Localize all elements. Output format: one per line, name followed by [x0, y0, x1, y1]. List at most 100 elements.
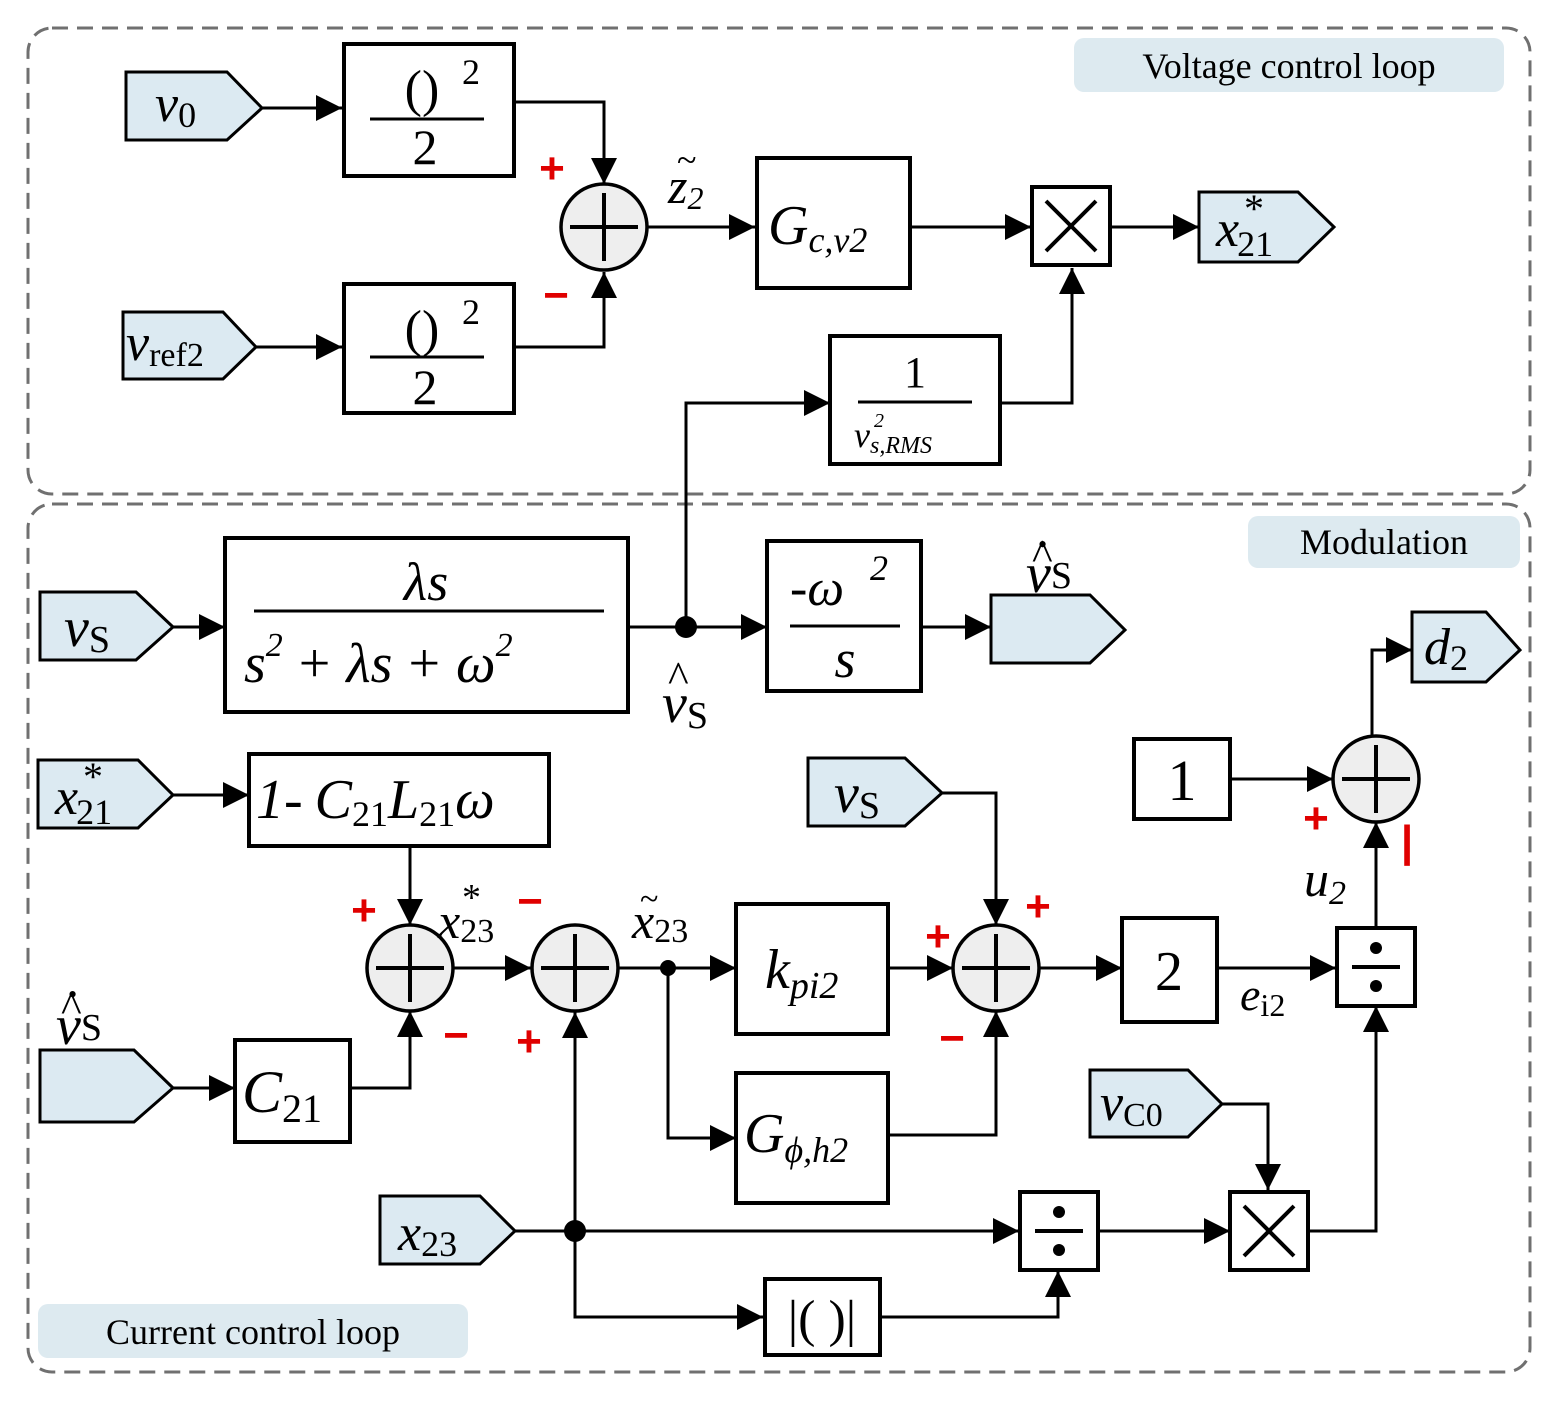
- tag-vref2: vref2: [121, 310, 259, 381]
- svg-text:*: *: [83, 754, 103, 799]
- svg-text:C21: C21: [242, 1059, 322, 1131]
- svg-text:s2+λs+ω2: s2+λs+ω2: [244, 627, 513, 695]
- svg-text:d2: d2: [1424, 619, 1468, 678]
- svg-text:^: ^: [1032, 531, 1053, 580]
- one-minus-c21l21omega-block: 1-C21L21ω: [247, 752, 551, 848]
- sign-plus-kpi: +: [925, 912, 951, 961]
- label-u2: u2: [1304, 851, 1346, 912]
- svg-text:1-C21L21ω: 1-C21L21ω: [256, 769, 495, 834]
- sign-plus-error-bottom: +: [516, 1017, 542, 1066]
- tag-vs-dot-hat-out: • ^ vS: [989, 530, 1128, 665]
- error-summing-junction: [530, 923, 620, 1013]
- svg-text:~: ~: [640, 881, 658, 918]
- svg-text:vS: vS: [1026, 543, 1072, 605]
- sign-minus-ref-bottom: −: [443, 1011, 469, 1060]
- voltage-loop-region: [26, 26, 1532, 496]
- controller-gcv2-block: Gc,v2: [755, 156, 912, 290]
- sign-minus-error-top: −: [517, 877, 543, 926]
- svg-text:2: 2: [413, 359, 438, 415]
- svg-text:(): (): [405, 61, 440, 118]
- svg-text:•: •: [1038, 530, 1047, 559]
- current-loop-label: Current control loop: [38, 1304, 468, 1358]
- reference-summing-junction: [365, 923, 455, 1013]
- tag-vs-feedforward: vS: [806, 756, 945, 828]
- current-loop-region: [26, 502, 1532, 1374]
- modulation-label: Modulation: [1248, 516, 1520, 568]
- tag-vs-dot-hat-in: • ^ vS: [38, 980, 176, 1124]
- svg-text:(): (): [405, 301, 440, 358]
- label-x23-tilde: ~ x23: [631, 881, 688, 950]
- svg-text:vs,RMS: vs,RMS: [854, 415, 932, 459]
- svg-text:Current control loop: Current control loop: [106, 1312, 400, 1352]
- svg-text:*: *: [462, 877, 481, 919]
- svg-text:x23: x23: [437, 893, 494, 950]
- svg-text:^: ^: [668, 653, 689, 702]
- svg-text:2: 2: [413, 119, 438, 175]
- tag-vc0: vC0: [1088, 1068, 1225, 1139]
- square-half-block-2: () 2 2: [342, 282, 516, 415]
- svg-text:ei2: ei2: [1240, 969, 1285, 1023]
- duty-summing-junction: [1331, 734, 1421, 824]
- junction-x23-error: [660, 960, 676, 976]
- svg-text:vS: vS: [56, 995, 102, 1057]
- sign-minus-gphi: −: [939, 1014, 965, 1063]
- svg-text:2: 2: [462, 52, 480, 92]
- c21-block: C21: [233, 1038, 352, 1144]
- svg-text:x23: x23: [631, 893, 688, 950]
- sign-minus-u2: |: [1401, 817, 1413, 867]
- multiplier-block-vc0: [1228, 1190, 1310, 1272]
- svg-text:1: 1: [1168, 748, 1197, 813]
- sogi-transfer-block: λs s2+λs+ω2: [223, 536, 630, 714]
- tag-vs-input: vS: [38, 590, 176, 662]
- svg-text:2: 2: [1155, 941, 1183, 1003]
- svg-text:2: 2: [870, 548, 888, 588]
- svg-text:x21: x21: [1215, 201, 1273, 264]
- svg-text:s: s: [834, 629, 855, 689]
- svg-text:λs: λs: [402, 552, 448, 612]
- svg-text:vref2: vref2: [126, 315, 204, 374]
- svg-text:2: 2: [874, 410, 884, 432]
- sign-plus-v0: +: [539, 144, 565, 193]
- svg-text:u2: u2: [1304, 851, 1346, 912]
- svg-text:x23: x23: [397, 1205, 457, 1264]
- g-phi-h2-block: Gϕ,h2: [734, 1071, 890, 1205]
- svg-text:vS: vS: [64, 597, 110, 661]
- svg-text:v0: v0: [155, 76, 196, 135]
- gain-two-block: 2: [1120, 916, 1219, 1024]
- svg-text:vS: vS: [662, 673, 708, 737]
- tag-v0: v0: [124, 70, 265, 142]
- svg-text:1: 1: [904, 348, 926, 397]
- absolute-value-block: |( )|: [763, 1277, 882, 1357]
- sign-plus-vs: +: [1025, 882, 1051, 931]
- junction-x23: [564, 1220, 586, 1242]
- svg-text:kpi2: kpi2: [765, 939, 838, 1007]
- tag-x21-star-in: x21 *: [36, 754, 176, 832]
- neg-omega-squared-over-s-block: -ω 2 s: [765, 539, 923, 693]
- tag-d2-out: d2: [1410, 610, 1523, 684]
- svg-text:-ω: -ω: [790, 560, 844, 617]
- label-z2-tilde: ~ z2: [667, 140, 703, 216]
- kpi2-gain-block: kpi2: [734, 902, 890, 1036]
- tag-x21-star-out: x21 *: [1197, 186, 1337, 264]
- sign-plus-one: +: [1303, 794, 1329, 843]
- label-ei2: ei2: [1240, 969, 1285, 1023]
- svg-text:Modulation: Modulation: [1300, 522, 1468, 562]
- voltage-loop-label: Voltage control loop: [1074, 38, 1504, 92]
- multiplier-block-v: [1030, 185, 1112, 267]
- svg-text:vC0: vC0: [1100, 1075, 1163, 1134]
- svg-text:Voltage control loop: Voltage control loop: [1142, 46, 1435, 86]
- divider-block-duty: [1335, 926, 1417, 1008]
- tag-x23: x23: [378, 1194, 518, 1266]
- divider-block-x23: [1018, 1190, 1100, 1272]
- sign-plus-ref-top: +: [351, 886, 377, 935]
- svg-text:^: ^: [61, 983, 82, 1032]
- svg-text:•: •: [68, 980, 77, 1009]
- svg-text:|( )|: |( )|: [788, 1291, 856, 1348]
- svg-text:2: 2: [462, 292, 480, 332]
- svg-text:vS: vS: [834, 763, 880, 827]
- signal-wires: [173, 95, 1412, 1330]
- svg-text:Gc,v2: Gc,v2: [768, 195, 867, 260]
- inverse-rms-block: 1 vs,RMS 2: [828, 334, 1002, 466]
- svg-text:x21: x21: [54, 769, 112, 832]
